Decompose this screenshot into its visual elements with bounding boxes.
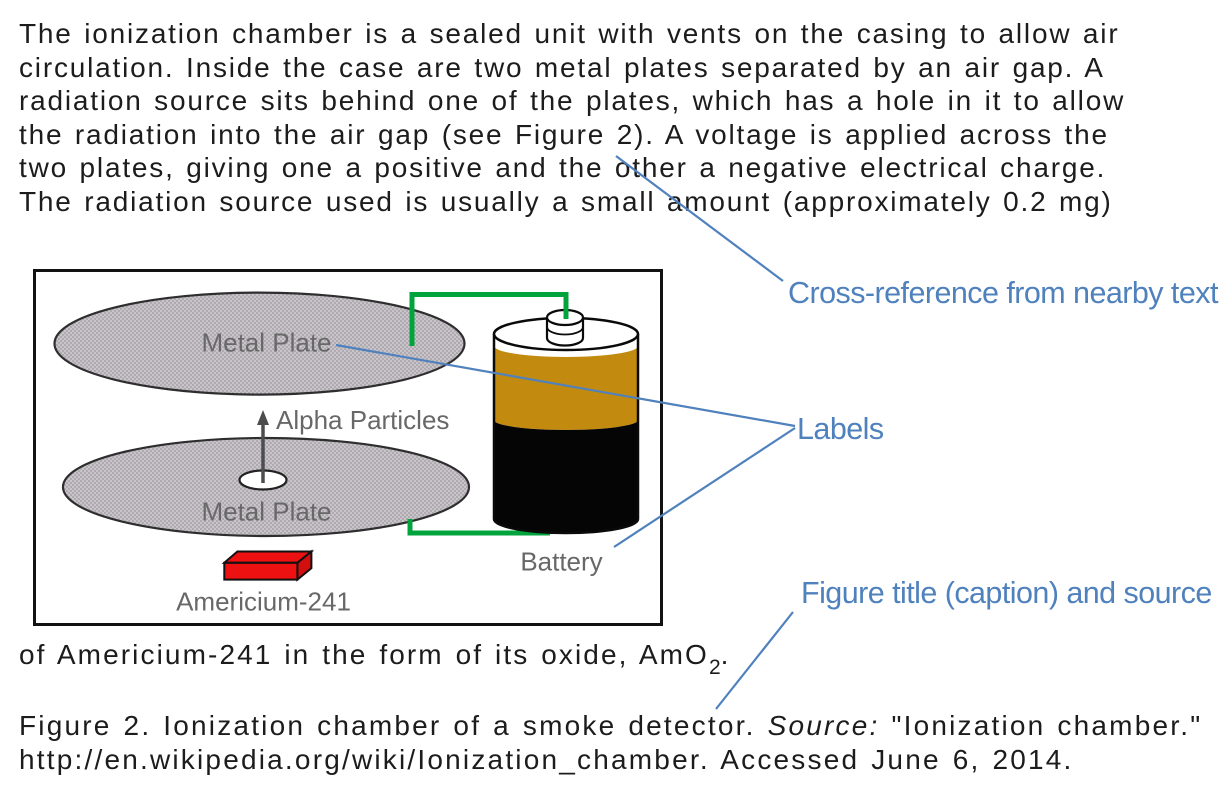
svg-text:Alpha Particles: Alpha Particles (276, 405, 449, 435)
svg-text:Metal Plate: Metal Plate (201, 497, 331, 527)
svg-text:Americium-241: Americium-241 (176, 587, 351, 617)
svg-text:Metal Plate: Metal Plate (201, 328, 331, 358)
svg-text:Battery: Battery (520, 547, 602, 577)
